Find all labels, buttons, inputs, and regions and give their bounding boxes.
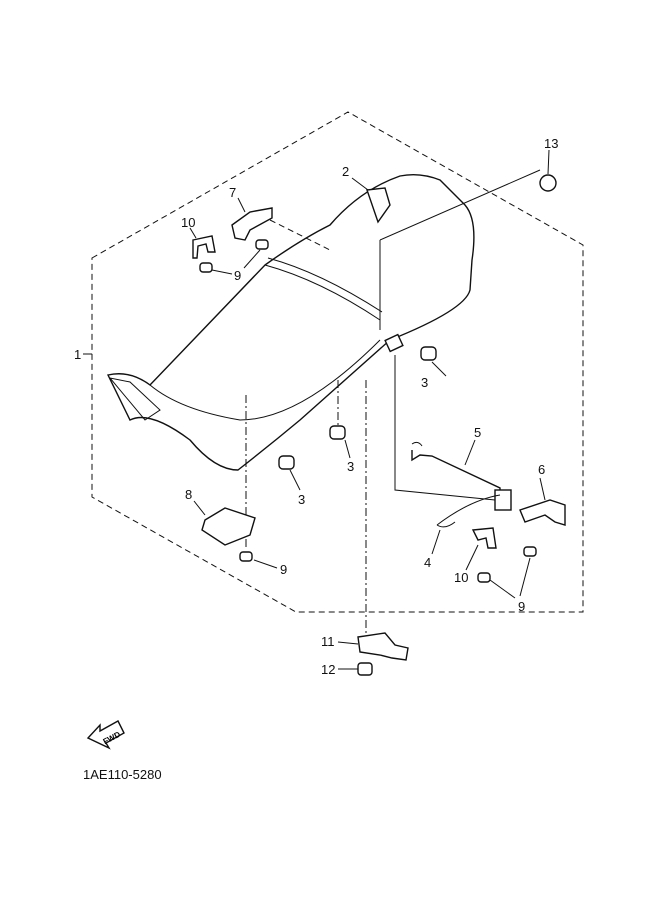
- part-10-upper: [192, 235, 216, 259]
- label-3: 3: [421, 375, 428, 390]
- part-5: [411, 450, 501, 494]
- label-9: 9: [280, 562, 287, 577]
- part-7: [231, 207, 273, 241]
- part-9-grommet: [477, 572, 491, 583]
- drawing-code: 1AE110-5280: [83, 767, 162, 782]
- part-8: [201, 507, 256, 546]
- label-10: 10: [454, 570, 468, 585]
- part-4: [436, 494, 501, 528]
- part-9-grommet: [523, 546, 537, 557]
- label-10: 10: [181, 215, 195, 230]
- seat-assembly: [106, 169, 541, 471]
- label-3: 3: [298, 492, 305, 507]
- part-9-grommet: [199, 262, 213, 273]
- label-7: 7: [229, 185, 236, 200]
- label-2: 2: [342, 164, 349, 179]
- label-13: 13: [544, 136, 558, 151]
- part-9-grommet: [255, 239, 269, 250]
- forward-arrow-icon: FWD: [86, 720, 125, 750]
- part-10-lower: [471, 527, 497, 549]
- label-6: 6: [538, 462, 545, 477]
- label-8: 8: [185, 487, 192, 502]
- label-9: 9: [234, 268, 241, 283]
- label-9: 9: [518, 599, 525, 614]
- part-3-damper: [420, 346, 437, 361]
- part-9-grommet: [239, 551, 253, 562]
- part-2: [366, 187, 391, 224]
- label-5: 5: [474, 425, 481, 440]
- assembly-boundary: [91, 111, 584, 613]
- label-4: 4: [424, 555, 431, 570]
- label-1: 1: [74, 347, 81, 362]
- part-13: [539, 174, 557, 192]
- part-11: [357, 632, 409, 661]
- part-3-damper: [329, 425, 346, 440]
- label-11: 11: [321, 634, 335, 649]
- label-3: 3: [347, 459, 354, 474]
- part-3-damper: [278, 455, 295, 470]
- label-12: 12: [321, 662, 335, 677]
- part-6: [519, 499, 566, 526]
- part-12: [357, 662, 373, 676]
